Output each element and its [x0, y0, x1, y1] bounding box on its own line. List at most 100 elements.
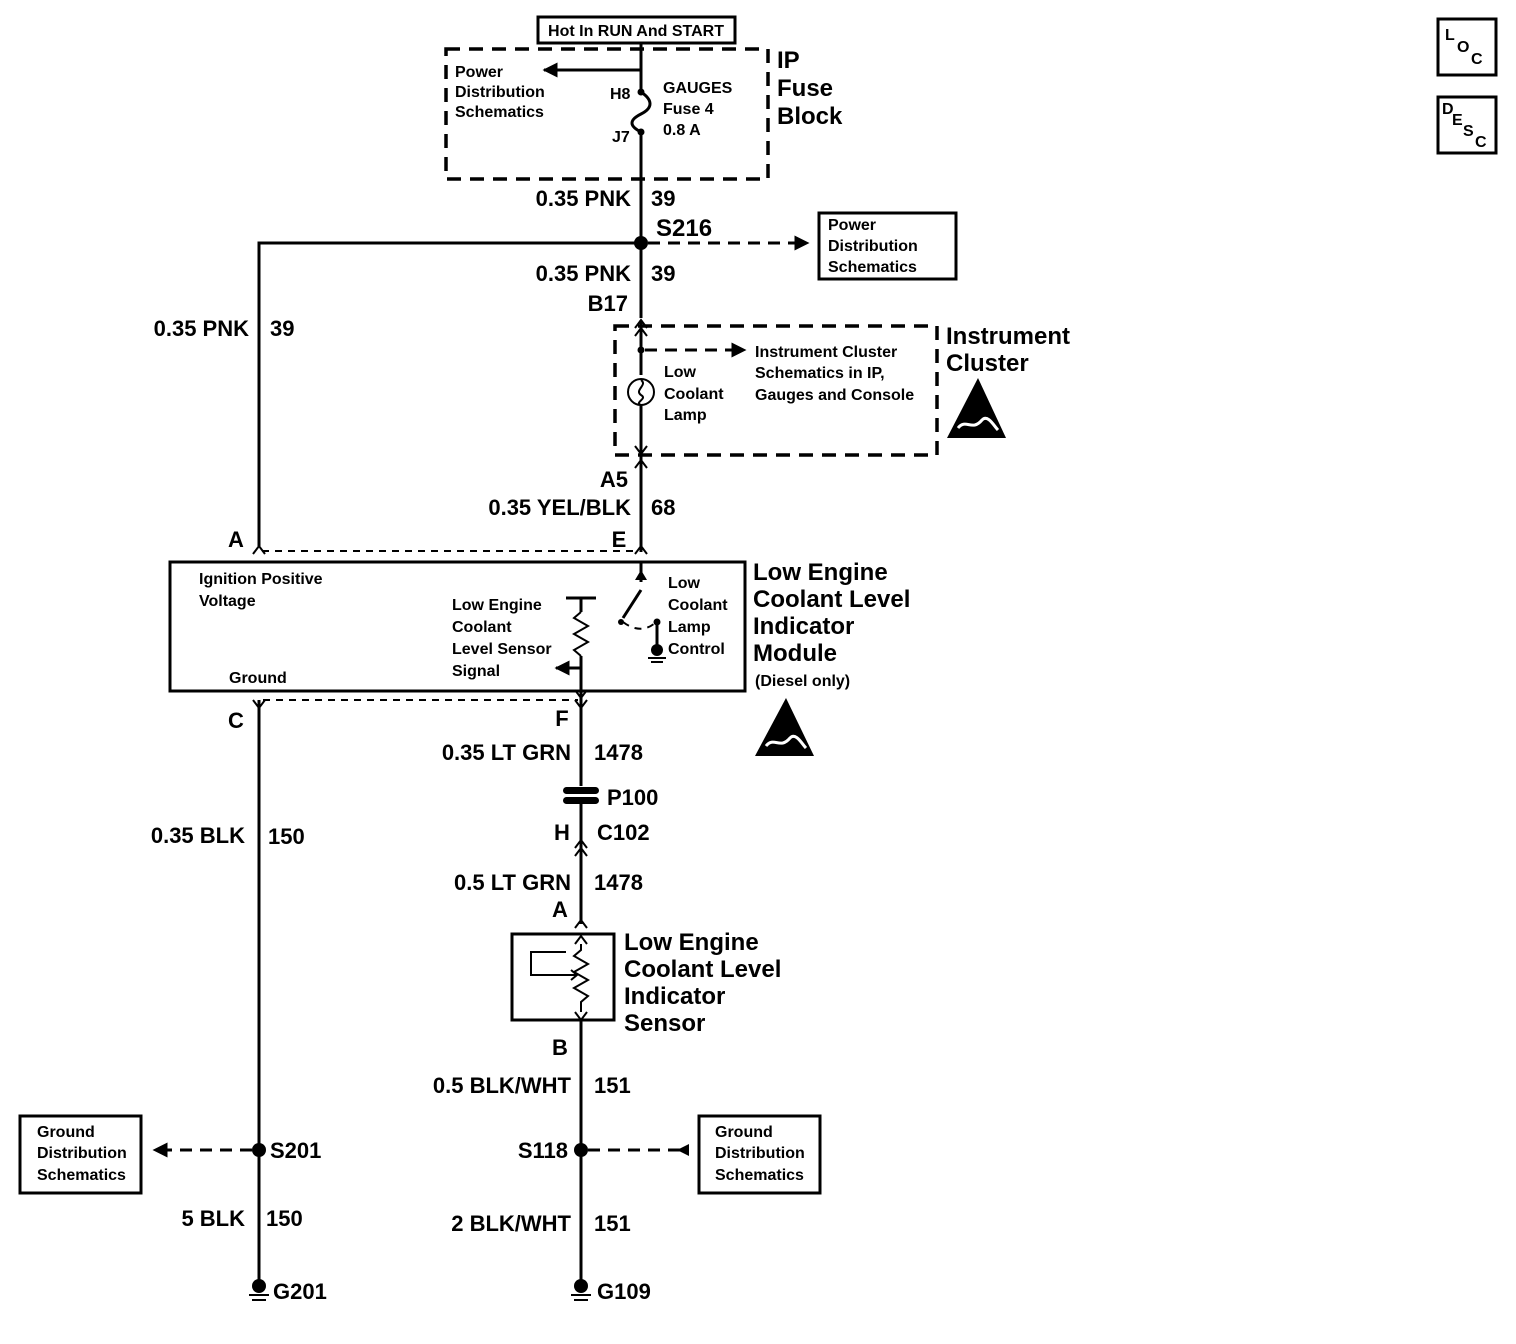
svg-text:O: O	[1457, 39, 1469, 56]
wire-w2-label: 0.35 PNK	[536, 261, 631, 286]
instrument-cluster-outline	[613, 324, 939, 457]
s118-ground-ref-arrow	[677, 1144, 689, 1156]
wire-w9-circuit: 150	[266, 1206, 303, 1231]
module-note: (Diesel only)	[755, 673, 850, 690]
svg-text:C: C	[1471, 51, 1483, 68]
wire-w7-label: 0.35 BLK	[151, 823, 245, 848]
sensor-title: Low Engine Coolant Level Indicator Senso…	[624, 929, 788, 1037]
ip-power-ref[interactable]: Power Distribution Schematics	[455, 64, 549, 121]
resistor-icon	[571, 611, 591, 657]
sensor-wiper	[530, 951, 575, 976]
esd-warning-icon	[947, 378, 1006, 438]
lamp-bulb-icon	[627, 378, 655, 406]
fuse-icon	[630, 90, 652, 134]
ignition-label: Ignition Positive Voltage	[199, 571, 327, 610]
lamp-label: Low Coolant Lamp	[664, 364, 728, 424]
connector-chevron-c102b	[574, 846, 588, 857]
wire-w7-circuit: 150	[268, 824, 305, 849]
resistor-icon	[571, 944, 591, 1012]
module-title: Low Engine Coolant Level Indicator Modul…	[753, 559, 917, 667]
splice-s216-label: S216	[656, 215, 712, 242]
svg-text:L: L	[1445, 27, 1455, 44]
splice-s118	[574, 1143, 588, 1157]
wire-w3-circuit: 39	[270, 316, 294, 341]
cluster-ref-text[interactable]: Instrument Cluster Schematics in IP, Gau…	[755, 344, 914, 404]
pin-h8: H8	[610, 86, 631, 103]
ground-dist-ref-right-text: Ground Distribution Schematics	[715, 1124, 809, 1184]
instrument-cluster-title: Instrument Cluster	[946, 323, 1077, 377]
esd-warning-icon	[755, 698, 814, 756]
wire-w10-circuit: 151	[594, 1211, 631, 1236]
sensor-pin-a: A	[552, 897, 568, 922]
module-pin-c: C	[228, 708, 244, 733]
switch-pivot	[618, 619, 624, 625]
hot-label: Hot In RUN And START	[548, 23, 724, 40]
module-pin-a: A	[228, 527, 244, 552]
svg-text:D: D	[1442, 101, 1454, 118]
wire-w4-circuit: 68	[651, 495, 675, 520]
wire-w4-label: 0.35 YEL/BLK	[488, 495, 631, 520]
wire-39-left-branch	[257, 241, 641, 546]
hot-label-box	[536, 15, 737, 45]
splice-s201-label: S201	[270, 1138, 321, 1163]
sensor-wiper-arrow	[566, 969, 579, 981]
power-dist-ref-text: Power Distribution Schematics	[828, 217, 922, 276]
loc-button[interactable]: L O C	[1436, 17, 1498, 77]
connector-p100-icon	[563, 787, 599, 804]
wire-w2-circuit: 39	[651, 261, 675, 286]
wire-w6-label: 0.5 LT GRN	[454, 870, 571, 895]
module-pin-f: F	[555, 706, 568, 731]
ground-symbol-icon	[571, 1279, 591, 1301]
ground-g109: G109	[597, 1279, 651, 1304]
connector-chevron-sensor-a	[574, 918, 588, 929]
sensor-pin-b: B	[552, 1035, 568, 1060]
wire-w8-circuit: 151	[594, 1073, 631, 1098]
connector-chevron-a5	[634, 445, 648, 456]
pin-h: H	[554, 820, 570, 845]
ground-label: Ground	[229, 670, 287, 687]
connector-chevron-e	[634, 544, 648, 555]
connector-chevron-f	[574, 689, 588, 700]
switch-arc	[622, 621, 657, 630]
ground-dist-ref-right[interactable]	[697, 1114, 822, 1195]
wire-w5-circuit: 1478	[594, 740, 643, 765]
ip-fuse-block-outline	[444, 47, 770, 181]
wire-w5-label: 0.35 LT GRN	[442, 740, 571, 765]
power-dist-ref-box[interactable]	[817, 211, 958, 281]
desc-button[interactable]: D E S C	[1436, 95, 1498, 155]
sensor-arrow-top	[574, 934, 588, 945]
svg-text:S: S	[1463, 123, 1474, 140]
wire-w1-label: 0.35 PNK	[536, 186, 631, 211]
pin-b17: B17	[588, 291, 628, 316]
svg-text:C: C	[1475, 134, 1487, 151]
connector-chevron-a5b	[634, 458, 648, 469]
splice-s118-label: S118	[518, 1138, 568, 1163]
module-pin-e: E	[612, 527, 627, 552]
connector-p100: P100	[607, 785, 658, 810]
pin-j7: J7	[612, 129, 630, 146]
pin-a5: A5	[600, 467, 628, 492]
ground-g201: G201	[273, 1279, 327, 1304]
connector-chevron-c102a	[574, 838, 588, 849]
module-switch-arrowhead	[635, 570, 647, 580]
lamp-control-label: Low Coolant Lamp Control	[668, 575, 732, 658]
connector-c102: C102	[597, 820, 650, 845]
wire-w3-label: 0.35 PNK	[154, 316, 249, 341]
sensor-signal-label: Low Engine Coolant Level Sensor Signal	[452, 597, 556, 680]
ground-symbol-icon	[249, 1279, 269, 1301]
wire-w6-circuit: 1478	[594, 870, 643, 895]
fuse-label: GAUGES Fuse 4 0.8 A	[663, 80, 737, 139]
wire-w8-label: 0.5 BLK/WHT	[433, 1073, 572, 1098]
switch-icon	[621, 589, 643, 619]
ip-fuse-block-title: IP Fuse Block	[777, 47, 843, 130]
ground-symbol-icon	[648, 644, 666, 663]
ground-dist-ref-left[interactable]	[18, 1114, 143, 1195]
splice-s201	[252, 1143, 266, 1157]
svg-text:E: E	[1452, 112, 1463, 129]
wire-w1-circuit: 39	[651, 186, 675, 211]
sensor-outline	[510, 932, 616, 1022]
cluster-node	[637, 346, 645, 354]
ground-dist-ref-left-text: Ground Distribution Schematics	[37, 1124, 131, 1184]
wire-w10-label: 2 BLK/WHT	[451, 1211, 571, 1236]
